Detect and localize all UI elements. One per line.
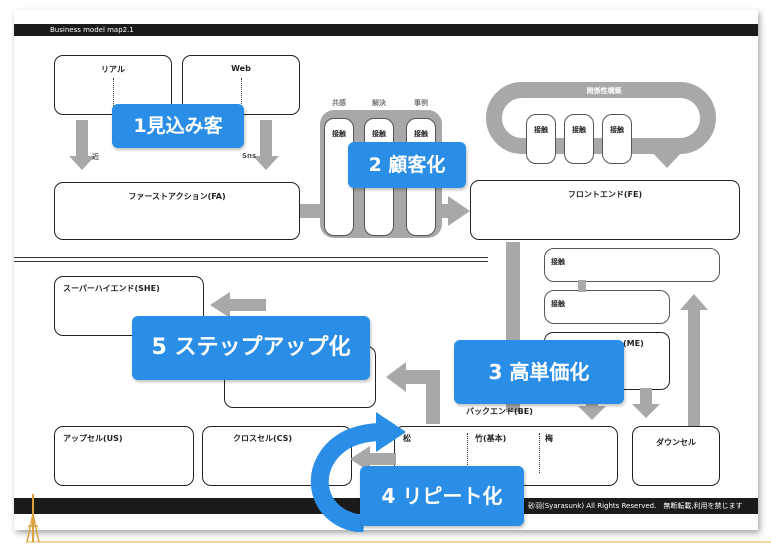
be-bamboo-label: 竹(基本) [475,434,507,443]
column-jirei-contact: 接触 [414,130,428,138]
map-page: Business model map2.1 リアル Web 近 Sns ファース… [14,10,758,532]
back-end-label: バックエンド(BE) [466,407,533,416]
stage-1-badge: 1見込み客 [112,104,244,148]
stage-2-badge: 2 顧客化 [348,142,466,188]
arrow-left-shaft [76,120,88,160]
contact-row-2: 接触 [544,290,670,324]
me-down-arrow-shaft [640,388,652,406]
downsell-up-arrow-shaft [688,310,700,428]
upsell-box: アップセル(US) [54,426,194,486]
relationship-contact-1-label: 接触 [534,126,548,134]
relationship-contact-1: 接触 [526,114,556,164]
super-high-end-label: スーパーハイエンド(SHE) [63,284,160,293]
real-label: リアル [101,65,125,74]
stepup-arrow-vertical [426,370,440,424]
relationship-contact-2: 接触 [564,114,594,164]
relationship-title: 関係性構築 [586,87,622,95]
down-sell-label: ダウンセル [656,438,696,447]
be-divider-1 [467,433,468,473]
me-be-arrow-head [578,406,606,420]
super-high-end-box: スーパーハイエンド(SHE) [54,276,204,336]
relationship-contact-3: 接触 [602,114,632,164]
column-kaiketsu-contact: 接触 [372,130,386,138]
front-end-box: フロントエンド(FE) [470,180,740,240]
column-kyokan-contact: 接触 [332,130,346,138]
section-divider-1 [14,257,488,258]
contact-row-1-label: 接触 [551,258,565,266]
web-divider [241,78,242,112]
me-down-arrow-head [632,404,660,418]
web-label: Web [231,64,251,73]
arrow-left-head [69,156,95,170]
fa-fe-arrow-head [448,196,470,226]
column-kaiketsu-label: 解決 [372,99,386,107]
relationship-contact-3-label: 接触 [610,126,624,134]
contact-row-2-label: 接触 [551,300,565,308]
she-arrow-head [210,292,230,318]
cs-arrow-shaft [368,453,396,465]
upsell-label: アップセル(US) [63,434,123,443]
tower-ornament-icon [26,494,771,543]
near-label: 近 [92,153,99,161]
she-arrow-shaft [228,299,266,311]
down-sell-box: ダウンセル [632,426,720,486]
be-divider-2 [539,433,540,473]
arrow-right-head [253,156,279,170]
footer-copyright: 砂羽(Syarasunk) All Rights Reserved. 無断転載,… [528,502,743,510]
be-pine-label: 松 [403,434,411,443]
stage-3-badge: 3 高単価化 [454,340,624,404]
front-end-label: フロントエンド(FE) [567,190,643,199]
middle-end-label: (ME) [623,339,644,348]
contact-link [578,280,586,292]
stepup-arrow-head [386,362,406,392]
arrow-right-shaft [260,120,272,160]
stage-4-badge: 4 リピート化 [360,466,524,526]
relationship-arrow-head [650,150,684,168]
repeat-arrow-icon [310,412,406,532]
cs-arrow-head [350,446,370,472]
relationship-contact-2-label: 接触 [572,126,586,134]
real-divider [113,78,114,112]
column-jirei-label: 事例 [414,99,428,107]
header-bar: Business model map2.1 [14,24,758,36]
cross-sell-label: クロスセル(CS) [233,434,293,443]
page-title: Business model map2.1 [50,26,134,34]
first-action-label: ファーストアクション(FA) [128,192,226,201]
stage-5-badge: 5 ステップアップ化 [132,316,370,380]
be-plum-label: 梅 [545,434,553,443]
downsell-up-arrow-head [680,294,708,310]
sns-label: Sns [242,152,257,160]
first-action-box: ファーストアクション(FA) [54,182,300,240]
section-divider-2 [14,261,488,262]
contact-row-1: 接触 [544,248,720,282]
column-kyokan-label: 共感 [332,99,346,107]
